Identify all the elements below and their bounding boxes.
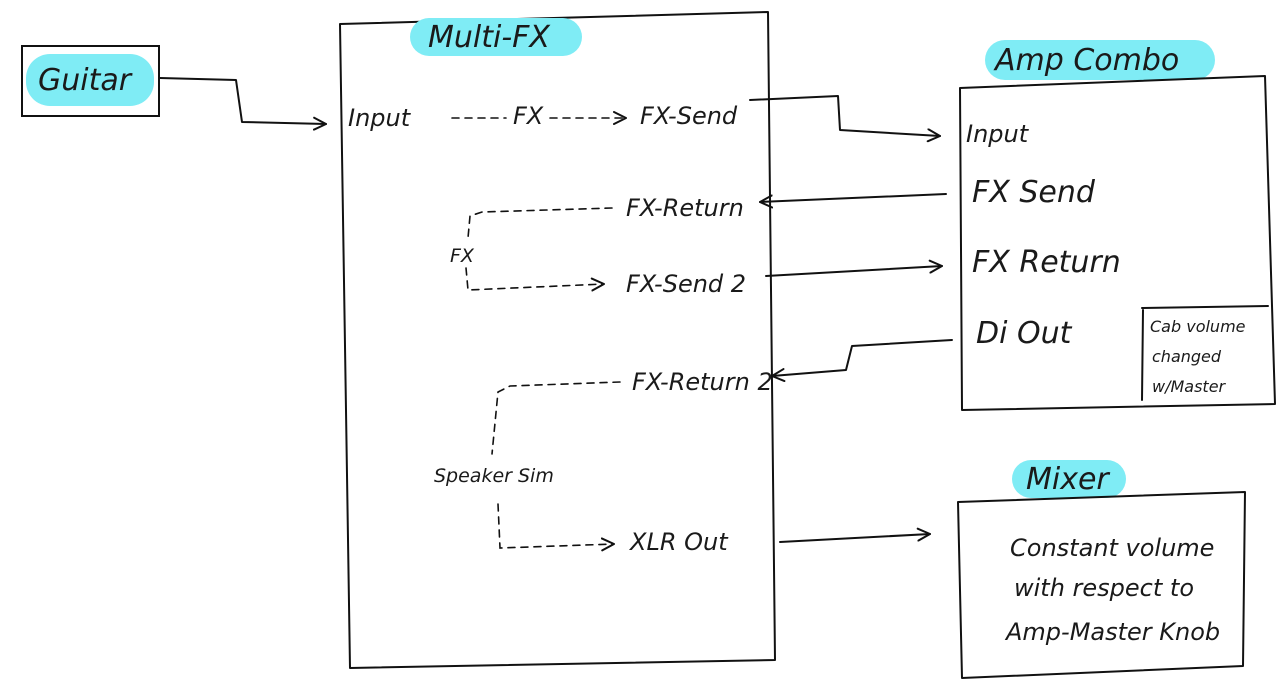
multifx-fx-loop-label: FX [450, 245, 475, 267]
guitar-to-multifx-input-arrow [159, 77, 327, 131]
amp-note: Cab volume changed w/Master [1141, 305, 1269, 401]
amp-fx-return-label: FX Return [972, 245, 1121, 280]
multifx-fx-inline-label: FX [513, 102, 544, 130]
amp-send-to-multifx-return-arrow [759, 193, 947, 209]
amp-note-line-1: Cab volume [1150, 317, 1246, 336]
multifx-speaker-dash-top [491, 381, 621, 455]
amp-title: Amp Combo [993, 43, 1179, 78]
mixer-note-line-1: Constant volume [1010, 534, 1214, 562]
guitar-box [21, 45, 160, 117]
amp-combo-unit: Amp Combo Input FX Send FX Return Di Out… [959, 40, 1276, 411]
amp-di-out-label: Di Out [976, 316, 1073, 351]
multifx-send-to-amp-input-arrow [749, 95, 941, 143]
mixer-note-line-3: Amp-Master Knob [1004, 618, 1220, 646]
multifx-fx-return2-label: FX-Return 2 [632, 368, 773, 396]
amp-note-box [1141, 305, 1269, 401]
multifx-fx-send-label: FX-Send [640, 102, 738, 130]
multifx-fx-send2-label: FX-Send 2 [626, 270, 746, 298]
multifx-fx-loop-dash-bottom [465, 267, 605, 292]
multifx-title-highlight [410, 18, 582, 56]
guitar-highlight [26, 54, 154, 106]
multifx-title: Multi-FX [428, 20, 551, 55]
amp-di-to-multifx-return2-arrow [771, 339, 953, 383]
connections [159, 77, 953, 543]
mixer-note-line-2: with respect to [1014, 574, 1194, 602]
amp-box [959, 75, 1276, 411]
mixer-box [957, 491, 1246, 679]
guitar-label: Guitar [38, 63, 133, 98]
multifx-send2-to-amp-return-arrow [765, 259, 943, 277]
multifx-box [339, 11, 776, 669]
amp-input-label: Input [966, 120, 1030, 148]
multifx-fx-return-label: FX-Return [626, 194, 744, 222]
amp-note-line-3: w/Master [1152, 377, 1227, 396]
amp-title-highlight [985, 40, 1215, 80]
guitar-node: Guitar [21, 45, 160, 117]
multifx-speaker-dash-bottom [497, 503, 615, 552]
multifx-input-label: Input [348, 104, 412, 132]
multifx-speaker-sim-label: Speaker Sim [434, 465, 554, 487]
amp-fx-send-label: FX Send [972, 175, 1096, 210]
mixer-title: Mixer [1026, 462, 1110, 497]
multifx-unit: Multi-FX Input FX FX-Send FX-Return FX F… [339, 11, 776, 669]
amp-note-line-2: changed [1152, 347, 1222, 366]
mixer-unit: Mixer Constant volume with respect to Am… [957, 460, 1246, 679]
multifx-xlr-out-label: XLR Out [628, 528, 729, 556]
multifx-xlr-to-mixer-arrow [779, 527, 931, 543]
multifx-fx-loop-dash-top [467, 207, 613, 239]
mixer-title-highlight [1012, 460, 1126, 498]
